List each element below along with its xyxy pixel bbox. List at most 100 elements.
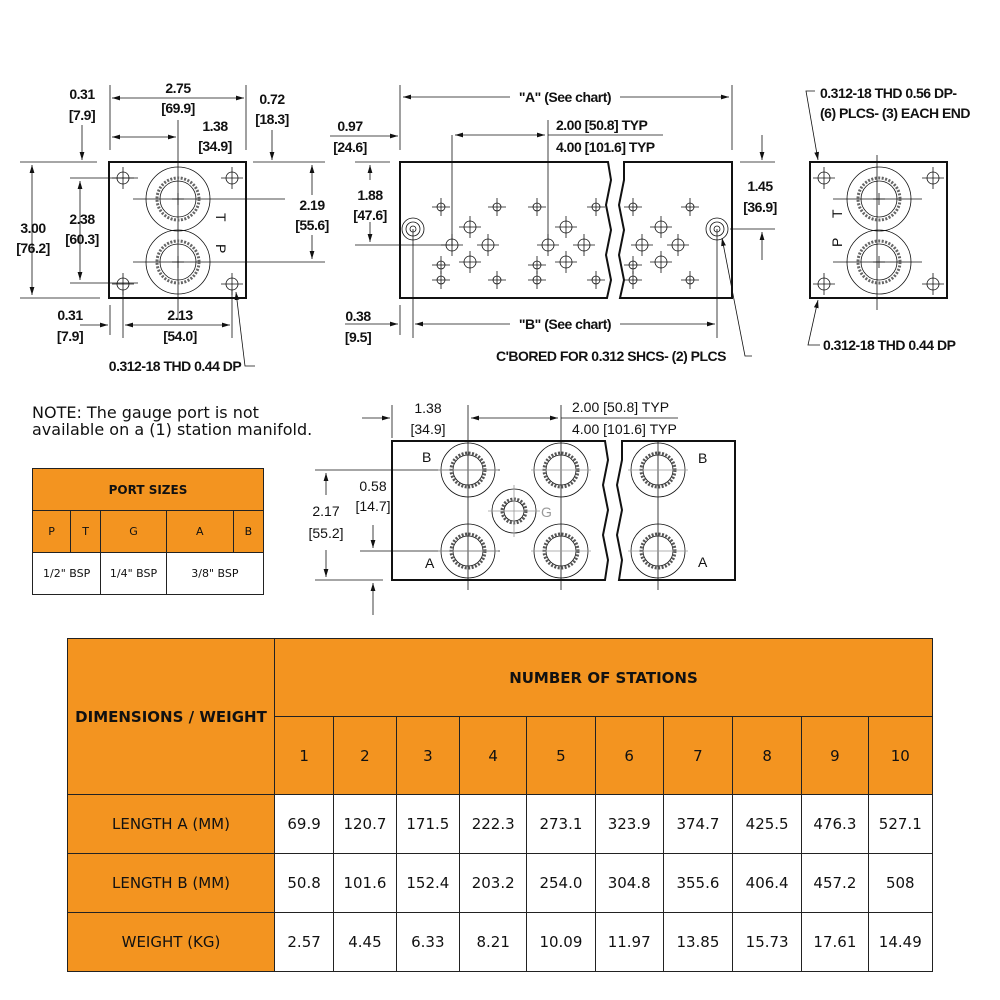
bottom-view [315,405,736,615]
row-label: WEIGHT (KG) [67,912,275,972]
mounting-hole [555,216,577,238]
port-label-t-right: T [829,209,845,218]
table-corner-header: DIMENSIONS / WEIGHT [67,638,275,795]
mounting-hole [587,198,605,216]
dim-gauge-offset: 0.58 [359,478,386,494]
dim-center-mm: [34.9] [198,138,232,154]
port-label-t: T [213,213,229,222]
mounting-hole [631,234,653,256]
note-line-2: available on a (1) station manifold. [32,420,313,439]
pitch-typ-2: 4.00 [101.6] TYP [556,139,655,155]
dim-vertical-1-mm: [47.6] [353,207,387,223]
mounting-hole [624,271,642,289]
port-t-left [145,166,211,232]
station-header-2: 2 [333,716,397,795]
label-b-right: B [698,450,707,466]
port-header-a: A [165,510,234,553]
port-p-left [145,229,211,295]
dim-bottom-offset-mm: [7.9] [57,328,83,344]
table-cell: 6.33 [395,912,461,972]
label-g: G [541,504,552,520]
dim-bottom-port-spacing-mm: [55.2] [308,525,343,541]
dim-bottom-offset-in: 1.38 [414,400,441,416]
port-sizes-table: PORT SIZES P T G A B 1/2" BSP 1/4" BSP 3… [31,468,265,595]
bolt-hole-left [112,273,134,295]
dim-width: 2.75 [165,80,191,96]
table-cell: 273.1 [526,794,596,854]
table-cell: 222.3 [459,794,528,854]
dim-vertical-1: 1.88 [357,187,383,203]
mounting-hole [650,251,672,273]
port-t-right [846,166,912,232]
bolt-hole-left [112,167,134,189]
label-a-left: A [425,555,435,571]
work-port [531,523,591,579]
mounting-hole [432,198,450,216]
dim-b-offset: 0.38 [345,308,371,324]
dim-height: 3.00 [20,220,46,236]
stations-group-header: NUMBER OF STATIONS [273,638,934,717]
table-cell: 457.2 [801,853,869,913]
table-cell: 4.45 [333,912,397,972]
bolt-hole-right [922,273,944,295]
port-label-p: P [213,244,229,253]
mounting-hole [555,251,577,273]
dim-right-offset: 0.72 [259,91,285,107]
top-view [330,85,775,357]
mounting-hole [681,198,699,216]
station-header-4: 4 [459,716,528,795]
table-cell: 304.8 [594,853,664,913]
pitch-typ-1: 2.00 [50.8] TYP [556,117,647,133]
mounting-hole [432,271,450,289]
station-header-5: 5 [526,716,596,795]
port-size-ab: 3/8" BSP [165,552,265,595]
dim-hole-spacing-v-mm: [60.3] [65,231,99,247]
mounting-hole [587,271,605,289]
station-header-3: 3 [395,716,461,795]
thread-note-top-1: 0.312-18 THD 0.56 DP- [820,85,957,101]
bolt-hole-right [922,167,944,189]
port-header-p: P [31,510,72,553]
right-end-view [805,90,948,346]
table-cell: 152.4 [395,853,461,913]
cbore-note: C'BORED FOR 0.312 SHCS- (2) PLCS [496,348,726,364]
table-cell: 406.4 [732,853,803,913]
mounting-hole [488,198,506,216]
mounting-hole [441,234,463,256]
station-header-8: 8 [732,716,803,795]
table-cell: 323.9 [594,794,664,854]
table-cell: 8.21 [459,912,528,972]
port-size-g: 1/4" BSP [100,552,167,595]
mounting-hole [537,234,559,256]
dim-bottom-port-spacing: 2.17 [312,503,339,519]
table-cell: 10.09 [526,912,596,972]
work-port [628,442,688,498]
table-cell: 476.3 [801,794,869,854]
dimensions-weight-table: DIMENSIONS / WEIGHT NUMBER OF STATIONS 1… [67,638,934,972]
technical-drawings: 0.31 [7.9] 2.75 [69.9] 1.38 [34.9] 0.72 … [16,80,971,615]
row-label: LENGTH A (MM) [67,794,275,854]
mounting-hole [477,234,499,256]
mounting-hole [488,271,506,289]
bottom-pitch-2: 4.00 [101.6] TYP [572,421,677,437]
thread-note-left: 0.312-18 THD 0.44 DP [109,358,242,374]
cbore-hole-left [401,217,425,241]
dim-left-offset: 0.97 [337,118,363,134]
dim-port-spacing: 2.19 [299,197,325,213]
table-cell: 203.2 [459,853,528,913]
bolt-hole-left [221,167,243,189]
mounting-hole [528,198,546,216]
table-cell: 527.1 [867,794,934,854]
thread-note-bottom: 0.312-18 THD 0.44 DP [823,337,956,353]
bottom-pitch-1: 2.00 [50.8] TYP [572,399,669,415]
dim-bottom-offset-in-mm: [34.9] [410,421,445,437]
dim-hole-spacing-h: 2.13 [167,307,193,323]
bolt-hole-right [813,167,835,189]
dim-vertical-2-mm: [36.9] [743,199,777,215]
dim-gauge-offset-mm: [14.7] [355,498,390,514]
mounting-hole [459,251,481,273]
station-header-10: 10 [867,716,934,795]
work-port [628,523,688,579]
port-sizes-title: PORT SIZES [32,468,264,511]
